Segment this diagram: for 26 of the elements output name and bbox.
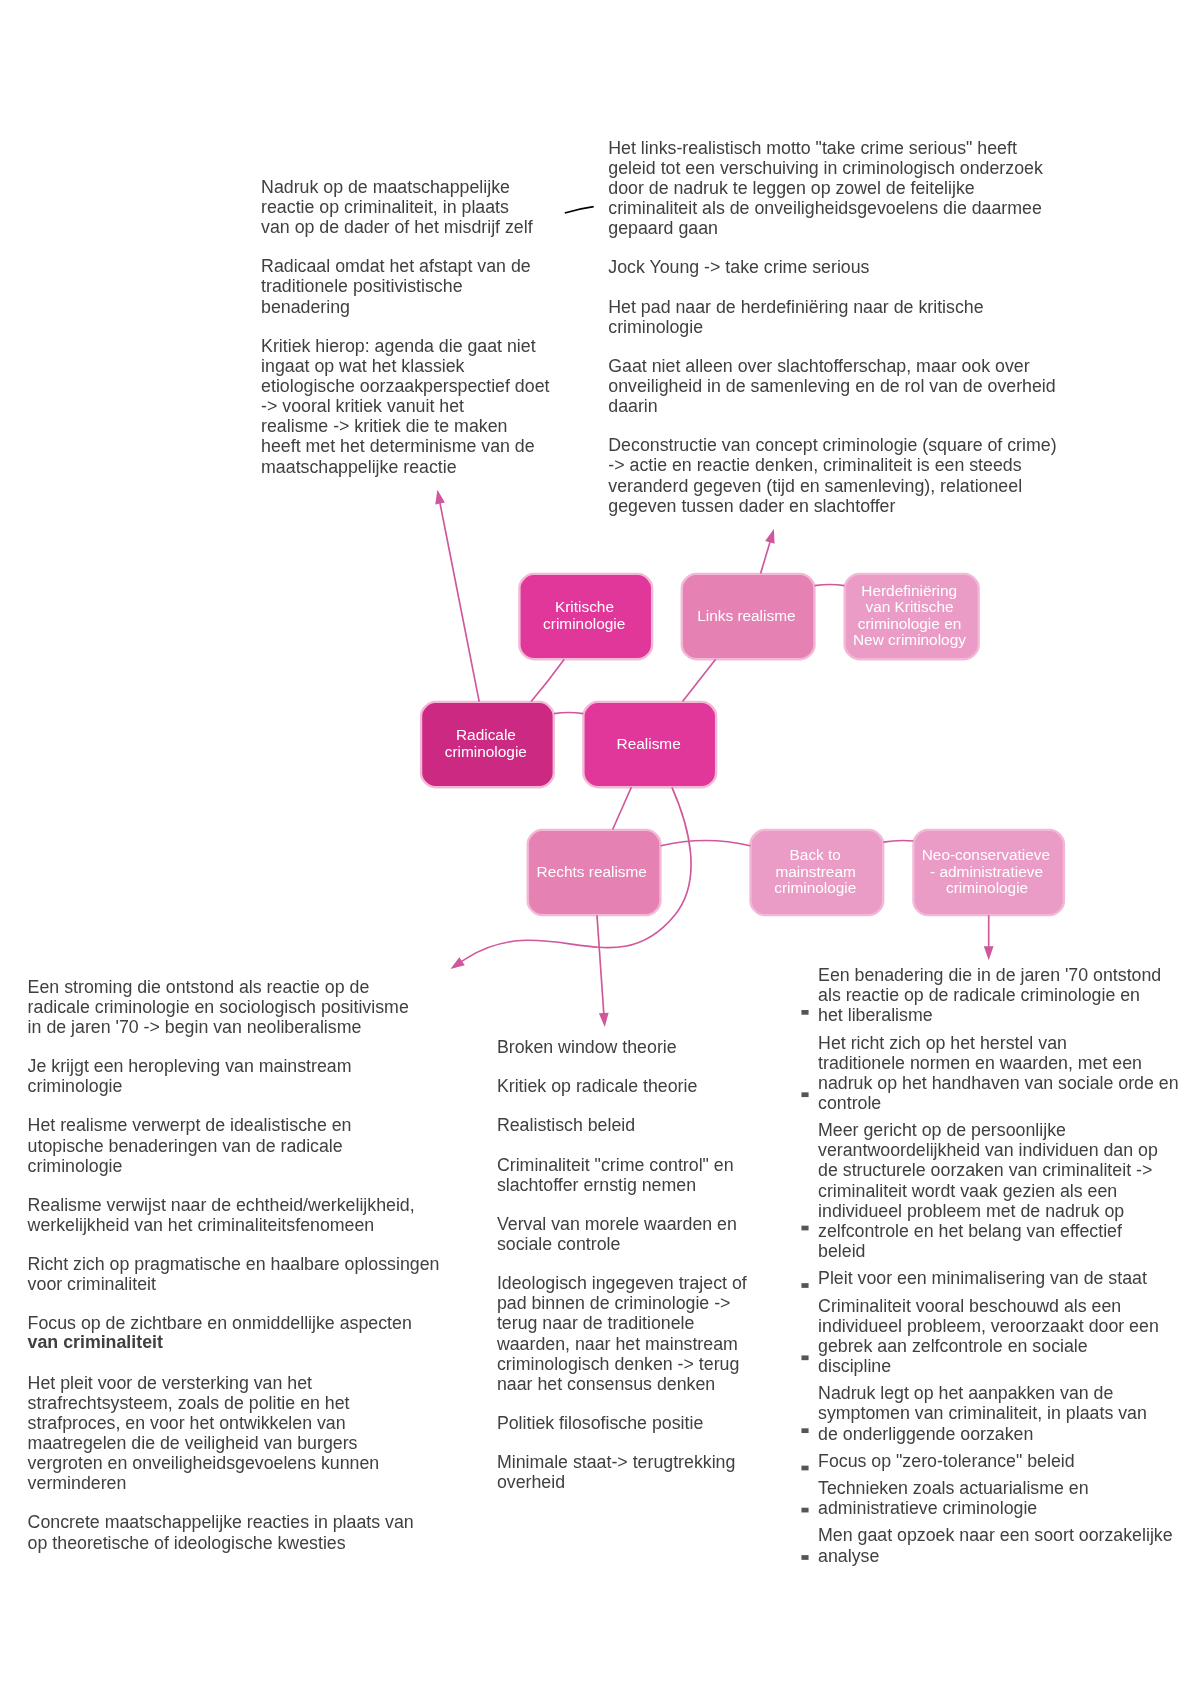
connector [564,205,595,214]
node-box: Neo-conservatieve - administratieve criminologie [912,828,1066,917]
node-text: Het links-realistisch motto "take crime serious" heeft geleid tot een verschuiving in criminologisch onderzoek door de nadruk te leggen op zowel de feitelijke criminaliteit als de onveiligheidsgevoelens die daarmee gepaard gaan Jock Young -> take crime serious Het pad naar de herdefiniëring naar de kritische criminologie Gaat niet alleen over slachtofferschap, maar ook over onveiligheid in de samenleving en de rol van de overheid daarin Deconstructie van concept criminologie (square of crime) -> actie en reactie denken, criminaliteit is een steeds veranderd gegeven (tijd en samenleving), relationeel gegeven tussen dader en slachtoffer [608,137,1057,516]
node-text: Nadruk op de maatschappelijke reactie op criminaliteit, in plaats van op de dader of het misdrijf zelf Radicaal omdat het afstapt van de traditionele positivistische benadering Kritiek hierop: agenda die gaat niet ingaat op wat het klassiek etiologische oorzaakperspectief doet -> vooral kritiek vanuit het realisme -> kritiek die te maken heeft met het determinisme van de maatschappelijke reactie [261,176,550,477]
connector [882,839,915,843]
node-text: Broken window theorie Kritiek op radicale theorie Realistisch beleid Criminaliteit "crime control" en slachtoffer ernstig nemen Verval van morele waarden en sociale controle Ideologisch ingegeven traject of pad binnen de criminologie -> terug naar de traditionele waarden, naar het mainstream criminologisch denken -> terug naar het consensus denken Politiek filosofische positie Minimale staat-> terugtrekking overheid [496,1037,747,1493]
arrow [759,529,775,575]
arrow [983,914,994,961]
connector [659,839,752,847]
arrow [596,914,609,1027]
node-text: Een stroming die ontstond als reactie op de radicale criminologie en sociologisch positivisme in de jaren '70 -> begin van neoliberalisme Je krijgt een heropleving van mainstream criminologie Het realisme verwerpt de idealistische en utopische benaderingen van de radicale criminologie Realisme verwijst naar de echtheid/werkelijkheid, werkelijkheid van het criminaliteitsfenomeen Richt zich op pragmatische en haalbare oplossingen voor criminaliteit Focus op de zichtbare en onmiddellijke aspecten van criminaliteit Het pleit voor de versterking van het strafrechtsysteem, zoals de politie en het strafproces, en voor het ontwikkelen van maatregelen die de veiligheid van burgers vergroten en onveiligheidsgevoelens kunnen verminderen Concrete maatschappelijke reacties in plaats van op theoretische of ideologische kwesties [27,976,440,1553]
arrow [435,489,480,703]
node-box: Kritische criminologie [518,572,654,661]
node-box: Realisme [582,700,718,789]
connector [553,711,584,715]
node-box: Back to mainstream criminologie [749,828,885,917]
node-box: Rechts realisme [526,828,662,917]
arrow [450,786,692,970]
node-box: Herdefiniëring van Kritische criminologie en New criminology [843,572,980,661]
node-text: Een benadering die in de jaren '70 ontstond als reactie op de radicale criminologie en het liberalisme Het richt zich op het herstel van traditionele normen en waarden, met een nadruk op het handhaven van sociale orde en controle Meer gericht op de persoonlijke verantwoordelijkheid van individuen dan op de structurele oorzaken van criminaliteit -> criminaliteit wordt vaak gezien als een individueel probleem met de nadruk op zelfcontrole en het belang van effectief beleid Pleit voor een minimalisering van de staat Criminaliteit vooral beschouwd als een individueel probleem, veroorzaakt door een gebrek aan zelfcontrole en sociale discipline Nadruk legt op het aanpakken van de symptomen van criminaliteit, in plaats van de onderliggende oorzaken Focus op "zero-tolerance" beleid Technieken zoals actuarialisme en administratieve criminologie Men gaat opzoek naar een soort oorzakelijke analyse [818,964,1179,1566]
node-box: Radicale criminologie [419,700,555,789]
node-box: Links realisme [680,572,816,661]
connector [611,786,633,831]
connector [530,658,566,703]
connector [681,658,717,703]
connector [813,583,846,587]
